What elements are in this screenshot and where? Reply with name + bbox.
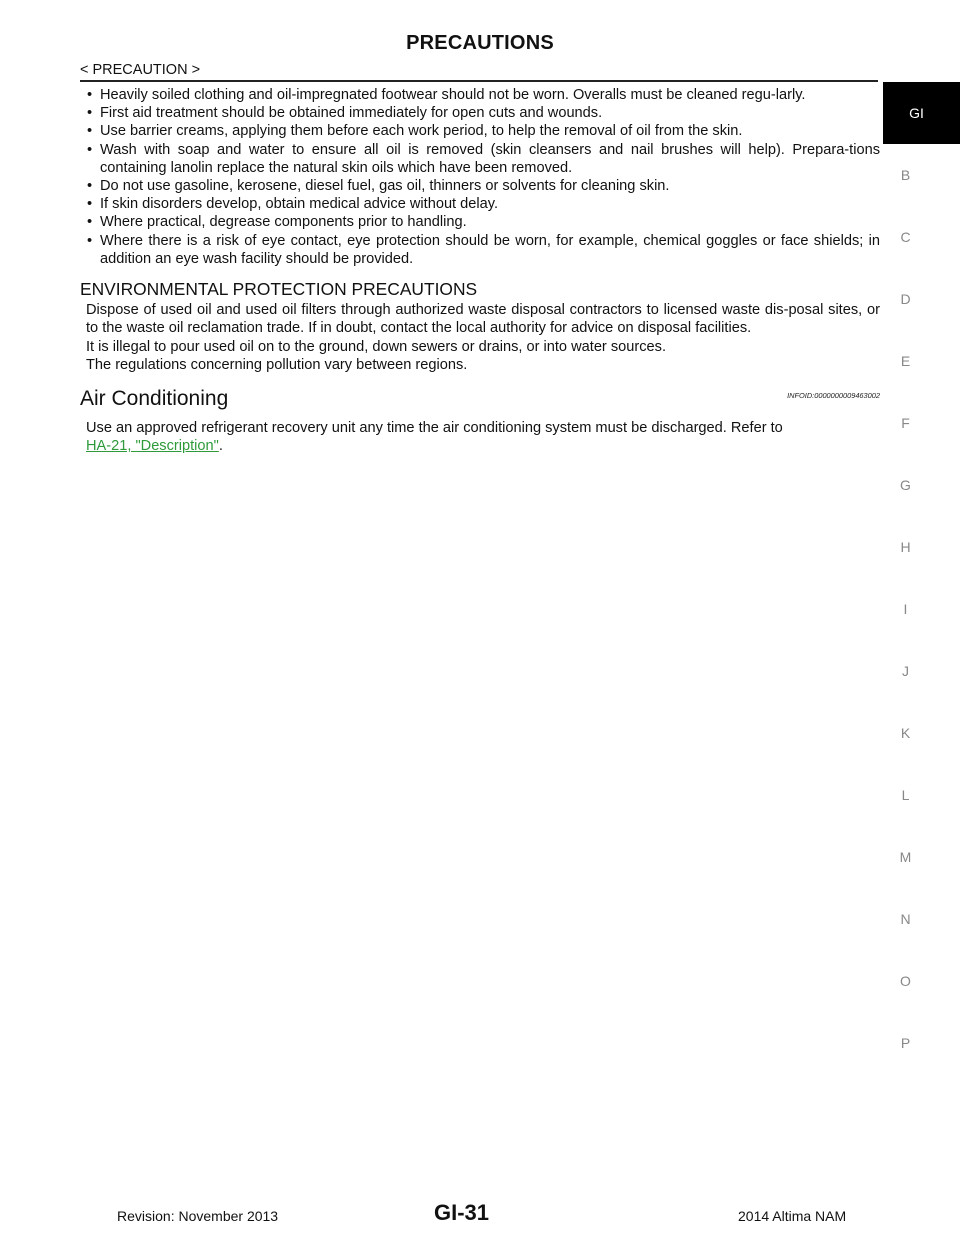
page-content: Heavily soiled clothing and oil-impregna… bbox=[80, 86, 880, 455]
side-index-letter[interactable]: E bbox=[900, 353, 911, 369]
info-id: INFOID:0000000009463002 bbox=[787, 390, 880, 400]
header-rule bbox=[80, 80, 878, 82]
environmental-heading: ENVIRONMENTAL PROTECTION PRECAUTIONS bbox=[80, 279, 478, 300]
precaution-list: Heavily soiled clothing and oil-impregna… bbox=[80, 86, 880, 268]
footer-revision: Revision: November 2013 bbox=[117, 1208, 279, 1224]
side-index-letter[interactable]: D bbox=[900, 291, 911, 307]
side-index-letter[interactable]: G bbox=[900, 477, 911, 493]
side-index-letter[interactable]: F bbox=[901, 415, 910, 431]
side-index-letter[interactable]: B bbox=[900, 167, 911, 183]
side-index-letter[interactable]: H bbox=[900, 539, 911, 555]
side-index-letter[interactable]: J bbox=[902, 663, 909, 679]
side-index-letter[interactable]: M bbox=[899, 849, 912, 865]
environmental-paragraph-2: It is illegal to pour used oil on to the… bbox=[86, 338, 667, 355]
list-item: First aid treatment should be obtained i… bbox=[87, 104, 880, 122]
breadcrumb: < PRECAUTION > bbox=[80, 62, 201, 78]
list-item: If skin disorders develop, obtain medica… bbox=[87, 195, 880, 213]
section-title: Air Conditioning bbox=[80, 386, 229, 410]
list-item: Where there is a risk of eye contact, ey… bbox=[87, 232, 880, 268]
air-conditioning-paragraph: Use an approved refrigerant recovery uni… bbox=[80, 419, 880, 455]
side-index: B C D E F G H I J K L M N O P bbox=[883, 144, 928, 1074]
side-index-letter[interactable]: K bbox=[900, 725, 911, 741]
side-index-letter[interactable]: O bbox=[900, 973, 911, 989]
list-item: Use barrier creams, applying them before… bbox=[87, 122, 880, 140]
footer-page-number: GI-31 bbox=[434, 1200, 490, 1225]
side-tab-gi[interactable]: GI bbox=[883, 82, 960, 144]
side-index-letter[interactable]: I bbox=[903, 601, 908, 617]
side-tab-gi-label: GI bbox=[909, 105, 924, 121]
side-index-letter[interactable]: P bbox=[900, 1035, 911, 1051]
environmental-paragraph-1: Dispose of used oil and used oil filters… bbox=[86, 302, 880, 337]
description-link[interactable]: HA-21, "Description" bbox=[86, 438, 219, 455]
side-index-letter[interactable]: C bbox=[900, 229, 911, 245]
list-item: Heavily soiled clothing and oil-impregna… bbox=[87, 86, 880, 104]
list-item: Wash with soap and water to ensure all o… bbox=[87, 141, 880, 177]
list-item: Do not use gasoline, kerosene, diesel fu… bbox=[87, 177, 880, 195]
page-title: PRECAUTIONS bbox=[406, 32, 554, 54]
air-conditioning-body: Use an approved refrigerant recovery uni… bbox=[86, 420, 783, 437]
environmental-paragraph-3: The regulations concerning pollution var… bbox=[86, 356, 468, 373]
side-index-letter[interactable]: N bbox=[900, 911, 911, 927]
air-conditioning-header: Air Conditioning INFOID:0000000009463002 bbox=[80, 383, 880, 411]
list-item: Where practical, degrease components pri… bbox=[87, 213, 880, 231]
footer-model: 2014 Altima NAM bbox=[738, 1208, 847, 1224]
link-suffix: . bbox=[218, 438, 223, 455]
side-index-letter[interactable]: L bbox=[901, 787, 910, 803]
